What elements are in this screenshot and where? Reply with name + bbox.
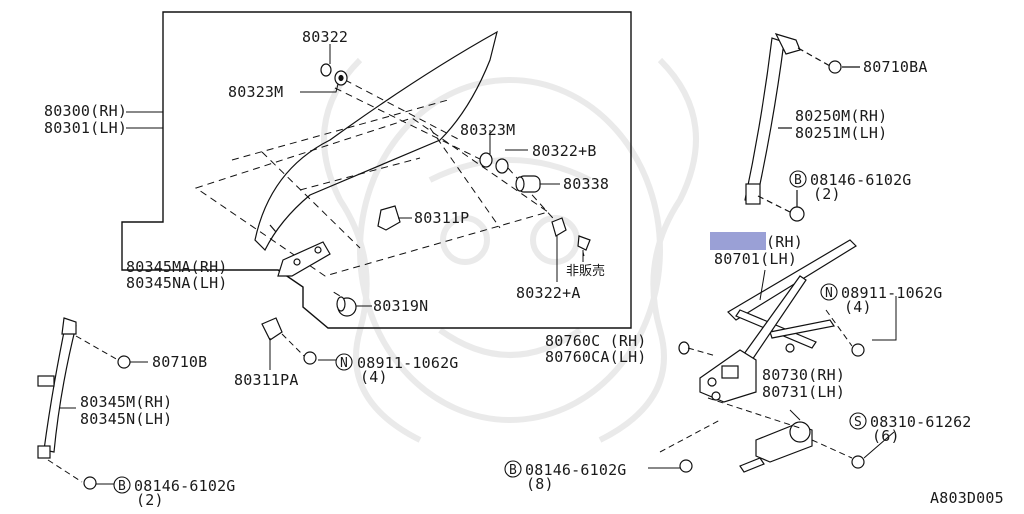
label-80251m: 80251M(LH) (795, 124, 887, 142)
letter-n-right: N (825, 286, 833, 301)
circled-letters (113, 170, 867, 494)
circle-s-right (849, 412, 867, 430)
letter-s-right: S (854, 415, 862, 430)
label-80760c: 80760C (RH) (545, 332, 647, 350)
label-08146-top-qty: (2) (813, 185, 841, 203)
label-80311pa: 80311PA (234, 371, 299, 389)
label-not-for-sale: 非販売 (566, 263, 605, 279)
motor-leader-lines (648, 397, 895, 469)
label-80323m-top: 80323M (228, 83, 283, 101)
bracket-80311pa (261, 317, 317, 365)
glass-group-frame (121, 11, 632, 329)
glass-dashed-frame (194, 79, 585, 303)
glass-leader-lines (126, 44, 584, 307)
label-80345ma: 80345MA(RH) (126, 258, 228, 276)
circle-b-left (113, 476, 131, 494)
circle-b-top (789, 170, 807, 188)
label-80322a: 80322+A (516, 284, 581, 302)
label-80301: 80301(LH) (44, 119, 127, 137)
label-08310: 08310-61262 (870, 413, 972, 431)
part-highlight-80700 (710, 232, 766, 250)
label-08146-left: 08146-6102G (134, 477, 236, 495)
label-80323m-mid: 80323M (460, 121, 515, 139)
label-08911-right-qty: (4) (844, 298, 872, 316)
label-80319n: 80319N (373, 297, 428, 315)
label-80322: 80322 (302, 28, 348, 46)
label-80731: 80731(LH) (762, 383, 845, 401)
part-labels: 80322 80323M 80300(RH) 80301(LH) 80323M … (44, 28, 1004, 509)
label-80701: 80701(LH) (714, 250, 797, 268)
label-80338: 80338 (563, 175, 609, 193)
label-08911-left-qty: (4) (360, 368, 388, 386)
door-glass (254, 30, 498, 252)
bracket-leader-lines (269, 333, 336, 370)
label-08146-bottom-qty: (8) (526, 475, 554, 493)
label-80345na: 80345NA(LH) (126, 274, 228, 292)
regulator-leader-lines (687, 269, 897, 357)
window-motor (679, 421, 865, 473)
label-80710b: 80710B (152, 353, 207, 371)
label-80345m: 80345M(RH) (80, 393, 172, 411)
label-08310-qty: (6) (872, 427, 900, 445)
letter-n-left: N (340, 356, 348, 371)
label-08146-left-qty: (2) (136, 491, 164, 509)
label-08911-right: 08911-1062G (841, 284, 943, 302)
glass-small-parts (277, 63, 591, 317)
label-80311p: 80311P (414, 209, 469, 227)
label-08911-left: 08911-1062G (357, 354, 459, 372)
label-80710ba: 80710BA (863, 58, 928, 76)
label-08146-bottom: 08146-6102G (525, 461, 627, 479)
letter-b-bottom: B (509, 463, 517, 478)
label-80760ca: 80760CA(LH) (545, 348, 647, 366)
diagram-code: A803D005 (930, 489, 1004, 507)
window-regulator (678, 239, 865, 403)
letter-b-left: B (118, 479, 126, 494)
circle-n-right (820, 283, 838, 301)
label-80322b: 80322+B (532, 142, 597, 160)
label-80250m: 80250M(RH) (795, 107, 887, 125)
label-80730: 80730(RH) (762, 366, 845, 384)
label-80300: 80300(RH) (44, 102, 127, 120)
rear-guide-rail (744, 33, 860, 222)
front-guide-rail (37, 317, 131, 490)
watermark-emblem (321, 57, 699, 443)
circle-n-left (335, 353, 353, 371)
label-08146-top: 08146-6102G (810, 171, 912, 189)
circle-b-bottom (504, 460, 522, 478)
front-rail-leader-lines (47, 335, 148, 485)
label-80700-rh: (RH) (766, 233, 803, 251)
label-80345n: 80345N(LH) (80, 410, 172, 428)
letter-b-top: B (794, 173, 802, 188)
